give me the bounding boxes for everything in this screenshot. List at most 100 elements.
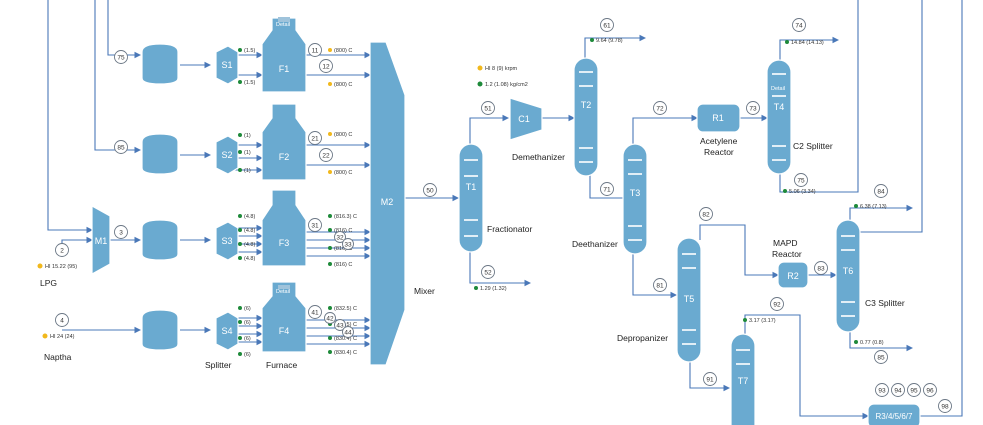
stream-94: 94 bbox=[894, 388, 902, 395]
s84-readout: 6.38 (7.13) bbox=[860, 204, 887, 210]
s74-readout: 14.84 (14.13) bbox=[791, 40, 824, 46]
lpg-label: LPG bbox=[40, 278, 57, 288]
stream-22: 22 bbox=[322, 153, 330, 160]
column-t2[interactable] bbox=[573, 57, 599, 177]
t4-detail-label: Detail bbox=[771, 86, 785, 92]
s2-label: S2 bbox=[221, 150, 232, 160]
column-t5[interactable] bbox=[676, 237, 702, 363]
stream-61: 61 bbox=[603, 23, 611, 30]
s2-readout-a: (1) bbox=[244, 133, 251, 139]
compressor-c1[interactable] bbox=[509, 97, 543, 141]
c2-splitter-label: C2 Splitter bbox=[793, 141, 833, 151]
stream-73: 73 bbox=[749, 106, 757, 113]
stream-33: 33 bbox=[344, 242, 352, 249]
s4-readout-b: (6) bbox=[244, 320, 251, 326]
stream-85-top: 85 bbox=[117, 145, 125, 152]
reactor-r2[interactable] bbox=[777, 261, 809, 289]
f4-readout-a: (832.5) C bbox=[334, 306, 357, 312]
stream-75-top: 75 bbox=[117, 55, 125, 62]
furnace-f1-detail-tab[interactable] bbox=[278, 17, 290, 22]
s4-readout-c: (6) bbox=[244, 336, 251, 342]
f1-readout-a: (800) C bbox=[334, 48, 352, 54]
t7-label: T7 bbox=[738, 376, 749, 386]
fractionator-label: Fractionator bbox=[487, 224, 533, 234]
r1-label: R1 bbox=[712, 113, 724, 123]
f4-readout-d: (830.4) C bbox=[334, 350, 357, 356]
furnace-f2[interactable] bbox=[261, 103, 307, 181]
stream-4: 4 bbox=[60, 318, 64, 325]
stream-21: 21 bbox=[311, 136, 319, 143]
feed-tank-1[interactable] bbox=[141, 43, 179, 85]
stream-85: 85 bbox=[877, 355, 885, 362]
feed-tank-2[interactable] bbox=[141, 133, 179, 175]
splitter-s4[interactable] bbox=[215, 311, 239, 351]
stream-84: 84 bbox=[877, 189, 885, 196]
f3-readout-a: (816.3) C bbox=[334, 214, 357, 220]
stream-82: 82 bbox=[702, 212, 710, 219]
splitter-s1[interactable] bbox=[215, 45, 239, 85]
column-t7[interactable] bbox=[730, 333, 756, 425]
stream-50: 50 bbox=[426, 188, 434, 195]
furnace-label: Furnace bbox=[266, 360, 297, 370]
mixer-m2[interactable] bbox=[369, 41, 406, 366]
column-t6-trays bbox=[841, 235, 855, 317]
column-t5-trays bbox=[682, 253, 696, 345]
reactor-r1[interactable] bbox=[696, 103, 741, 133]
furnace-f4[interactable] bbox=[261, 281, 307, 353]
mixer-m1[interactable] bbox=[91, 204, 111, 276]
s61-readout: 9.64 (9.78) bbox=[596, 38, 623, 44]
stream-75: 75 bbox=[797, 178, 805, 185]
feed-tank-4[interactable] bbox=[141, 309, 179, 351]
stream-92: 92 bbox=[773, 302, 781, 309]
s3-readout-c: (4.8) bbox=[244, 242, 255, 248]
column-t1-trays bbox=[464, 159, 478, 237]
mapd-reactor-label-2: Reactor bbox=[772, 249, 802, 259]
stream-91: 91 bbox=[706, 377, 714, 384]
acetylene-reactor-label-2: Reactor bbox=[704, 147, 734, 157]
s2-readout-c: (1) bbox=[244, 168, 251, 174]
furnace-f4-detail-tab[interactable] bbox=[278, 285, 290, 289]
mapd-reactor-label-1: MAPD bbox=[773, 238, 798, 248]
f1-readout-b: (800) C bbox=[334, 82, 352, 88]
f3-label: F3 bbox=[279, 238, 290, 248]
s92-readout: 3.17 (3.17) bbox=[749, 318, 776, 324]
furnace-f1[interactable] bbox=[261, 17, 307, 93]
t3-label: T3 bbox=[630, 188, 641, 198]
column-t6[interactable] bbox=[835, 219, 861, 333]
demethanizer-label: Demethanizer bbox=[512, 152, 565, 162]
feed-tank-3[interactable] bbox=[141, 219, 179, 261]
t4-label: T4 bbox=[774, 102, 785, 112]
stream-74: 74 bbox=[795, 23, 803, 30]
column-t1[interactable] bbox=[458, 143, 484, 253]
column-t7-trays bbox=[736, 349, 750, 365]
naptha-status-dot bbox=[42, 333, 48, 339]
column-t4[interactable] bbox=[766, 59, 792, 175]
t5-label: T5 bbox=[684, 294, 695, 304]
s4-label: S4 bbox=[221, 326, 232, 336]
stream-2: 2 bbox=[60, 248, 64, 255]
acetylene-reactor-label-1: Acetylene bbox=[700, 136, 738, 146]
m2-label: M2 bbox=[381, 197, 394, 207]
stream-42: 42 bbox=[326, 316, 334, 323]
s4-readout-d: (6) bbox=[244, 352, 251, 358]
lpg-readout: HI 15.22 (95) bbox=[45, 264, 77, 270]
s1-readout-b: (1.5) bbox=[244, 80, 255, 86]
splitter-s2[interactable] bbox=[215, 135, 239, 175]
splitter-s3[interactable] bbox=[215, 221, 239, 261]
s1-readout-a: (1.5) bbox=[244, 48, 255, 54]
s3-readout-b: (4.8) bbox=[244, 228, 255, 234]
stream-12: 12 bbox=[322, 64, 330, 71]
furnace-f3[interactable] bbox=[261, 189, 307, 267]
splitter-label: Splitter bbox=[205, 360, 232, 370]
reactor-r3-7[interactable] bbox=[867, 403, 921, 425]
f4-detail-label: Detail bbox=[276, 289, 290, 295]
stream-32: 32 bbox=[336, 235, 344, 242]
stream-lines bbox=[47, 0, 963, 420]
c1-pressure-readout: 1.2 (1.08) kg/cm2 bbox=[485, 82, 528, 88]
f3-readout-d: (816) C bbox=[334, 262, 352, 268]
c3-splitter-label: C3 Splitter bbox=[865, 298, 905, 308]
column-t4-trays bbox=[772, 73, 786, 161]
stream-41: 41 bbox=[311, 310, 319, 317]
